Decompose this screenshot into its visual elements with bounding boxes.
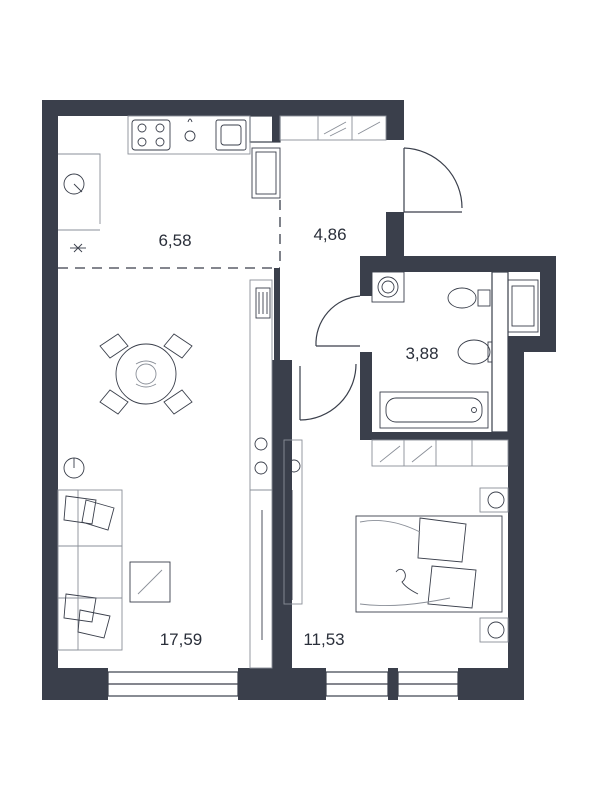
kitchen [58, 115, 281, 253]
area-hall: 4,86 [313, 225, 346, 244]
area-bathroom: 3,88 [405, 344, 438, 363]
outer-walls [42, 100, 556, 700]
hall-entrance-door [403, 147, 463, 213]
bedroom-furniture [283, 439, 509, 643]
area-living: 17,59 [160, 630, 203, 649]
hall-wardrobe [279, 115, 387, 141]
interior-walls [249, 115, 510, 668]
living-door [299, 363, 357, 421]
bathroom-fixtures [371, 271, 539, 429]
windows [107, 671, 459, 697]
bathroom-door [315, 295, 361, 347]
area-kitchen: 6,58 [158, 231, 191, 250]
living-furniture [57, 279, 273, 669]
area-bedroom: 11,53 [303, 630, 344, 649]
